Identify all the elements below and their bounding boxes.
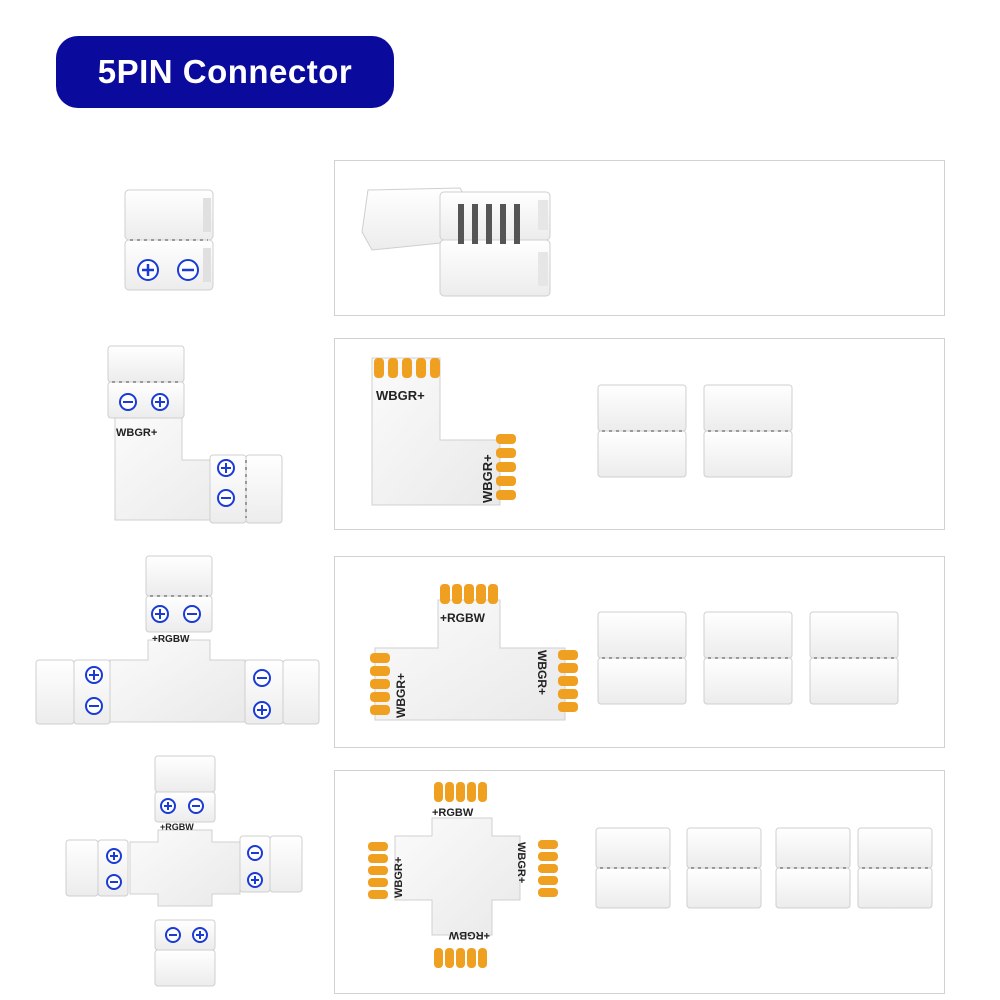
pin-label-text: WBGR+ <box>515 842 527 883</box>
t-connector-assembled: +RGBW <box>35 555 320 725</box>
straight-connector <box>124 189 214 291</box>
pin-label-text: WBGR+ <box>393 857 405 898</box>
l-connector-assembled: WBGR+ <box>107 345 283 524</box>
x-connector-assembled: +RGBW <box>65 755 303 987</box>
page-title: 5PIN Connector <box>97 53 353 90</box>
pin-label-text: WBGR+ <box>394 673 408 718</box>
pin-label-text: WBGR+ <box>376 388 425 403</box>
pin-label-text: +RGBW <box>440 611 486 625</box>
straight-connector-side-view <box>361 187 551 297</box>
pin-label-text: +RGBW <box>152 634 190 645</box>
title-badge: 5PIN Connector <box>56 36 394 108</box>
l-board: WBGR+ WBGR+ <box>371 357 516 506</box>
plus-icon <box>137 259 159 281</box>
pin-label-text: +RGBW <box>448 929 490 941</box>
minus-icon <box>177 259 199 281</box>
clip-set-4 <box>595 827 933 909</box>
pin-label-text: +RGBW <box>432 807 474 819</box>
pin-label-text: +RGBW <box>160 822 194 832</box>
pin-label-text: WBGR+ <box>480 454 495 503</box>
clip-set-3 <box>597 611 899 705</box>
x-board: +RGBW +RGBW WBGR+ WBGR+ <box>368 782 558 968</box>
pin-label-text: WBGR+ <box>535 650 549 695</box>
pin-label-text: WBGR+ <box>116 427 157 439</box>
t-board: +RGBW WBGR+ WBGR+ <box>370 584 578 721</box>
clip-set-2 <box>597 384 793 478</box>
